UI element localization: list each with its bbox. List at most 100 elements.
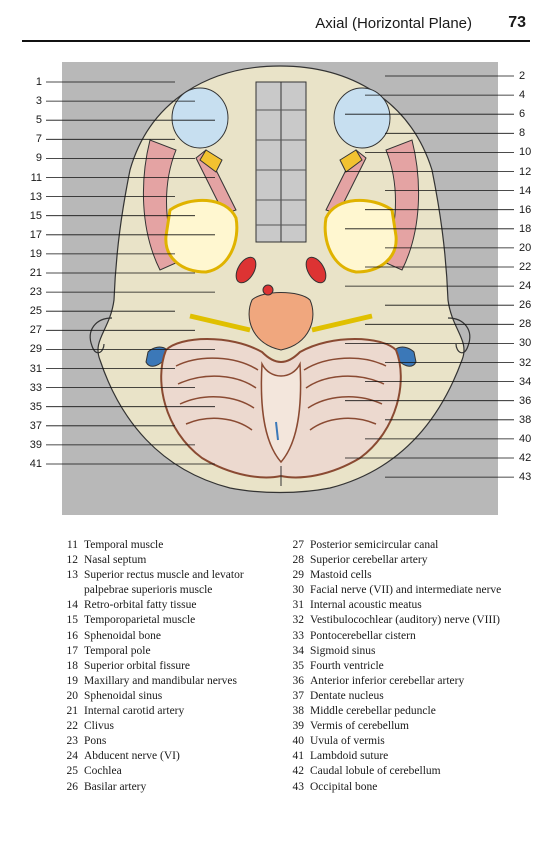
legend-text: Mastoid cells (310, 569, 372, 582)
legend-text: Temporoparietal muscle (84, 614, 196, 627)
figure-label-left: 1 (35, 76, 42, 88)
legend-text: Facial nerve (VII) and intermediate nerv… (310, 584, 502, 597)
legend-number: 21 (66, 705, 79, 718)
legend-number: 34 (292, 644, 305, 657)
legend-text: Retro-orbital fatty tissue (84, 599, 197, 612)
figure-label-left: 21 (29, 267, 42, 279)
cerebellar-folia (175, 357, 387, 431)
legend-number: 37 (292, 689, 305, 702)
legend-item: 41 Lambdoid suture (284, 749, 520, 764)
legend-number: 36 (292, 674, 305, 687)
figure-label-left: 5 (35, 114, 42, 127)
figure-label-left: 17 (29, 228, 42, 241)
right-optic-fat (339, 149, 363, 173)
legend-text: Anterior inferior cerebellar artery (310, 674, 465, 687)
legend-number: 14 (66, 599, 79, 612)
legend-number: 25 (66, 765, 79, 778)
legend-number: 17 (66, 644, 79, 657)
legend-text: Sphenoidal bone (84, 629, 161, 642)
left-optic-fat (199, 149, 223, 173)
figure-label-left: 3 (35, 95, 42, 108)
legend-text: Lambdoid suture (310, 750, 389, 763)
leader-lines (46, 75, 514, 478)
legend-item: 30 Facial nerve (VII) and intermediate ne… (284, 583, 520, 598)
legend-number: 40 (292, 735, 305, 748)
figure-label-left: 37 (29, 419, 42, 432)
figure-label-left: 31 (29, 362, 42, 375)
figure-label-left: 23 (29, 286, 42, 299)
legend-number: 23 (66, 735, 79, 748)
legend-number: 39 (292, 720, 305, 733)
figure-label-right: 36 (519, 394, 532, 407)
figure-label-left: 9 (35, 152, 42, 165)
figure-label-right: 10 (519, 146, 532, 159)
left-ear (89, 317, 113, 354)
figure-label-right: 43 (519, 471, 532, 484)
figure-label-right: 40 (519, 432, 532, 445)
legend-text: Posterior semicircular canal (310, 539, 439, 551)
figure-label-left: 33 (29, 381, 42, 394)
legend-number: 20 (66, 689, 79, 702)
legend-number: 18 (66, 659, 79, 672)
legend-text: Middle cerebellar peduncle (310, 705, 436, 718)
legend-number: 38 (292, 705, 305, 718)
figure-label-right: 28 (519, 318, 532, 331)
figure-label-left: 19 (29, 247, 42, 260)
figure-label-right: 2 (519, 70, 526, 82)
legend-text: Basilar artery (84, 780, 147, 793)
figure-label-right: 24 (519, 280, 532, 293)
legend-text: Superior rectus muscle and levator palpe… (84, 569, 244, 597)
figure-label-left: 13 (29, 190, 42, 203)
legend-item: 21 Internal carotid artery (58, 704, 278, 719)
figure-label-right: 6 (519, 108, 526, 121)
figure-label-left: 39 (29, 438, 42, 451)
legend-text: Internal carotid artery (84, 705, 185, 718)
legend-text: Temporal pole (84, 644, 151, 657)
legend-text: Pons (84, 735, 107, 748)
figure-label-left: 29 (29, 343, 42, 356)
left-facial-nerve (189, 313, 251, 333)
legend-number: 35 (292, 659, 305, 672)
legend-text: Superior cerebellar artery (310, 554, 428, 567)
figure-label-right: 32 (519, 356, 532, 369)
left-eyeball (171, 87, 229, 149)
legend-text: Cochlea (84, 765, 122, 778)
figure-label-right: 34 (519, 375, 532, 388)
legend-number: 41 (292, 750, 305, 763)
figure-label-left: 25 (29, 305, 42, 318)
legend-text: Occipital bone (310, 780, 378, 793)
legend-text: Pontocerebellar cistern (310, 629, 416, 642)
legend-number: 30 (292, 584, 305, 597)
legend-number: 32 (292, 614, 305, 627)
right-ear (447, 317, 471, 354)
legend-item: 15 Temporoparietal muscle (58, 613, 278, 628)
figure-label-right: 4 (519, 89, 526, 102)
legend-text: Internal acoustic meatus (310, 599, 422, 612)
figure-label-right: 30 (519, 337, 532, 350)
legend-text: Temporal muscle (84, 539, 164, 551)
legend-item: 17 Temporal pole (58, 644, 278, 659)
legend-text: Nasal septum (84, 554, 147, 567)
figure-label-right: 38 (519, 413, 532, 426)
ethmoid-cell-grid (256, 109, 306, 226)
legend-item: 25 Cochlea (58, 764, 278, 779)
legend-text: Clivus (84, 720, 115, 733)
figure-label-right: 18 (519, 222, 532, 235)
legend-number: 15 (66, 614, 79, 627)
legend-item: 14 Retro-orbital fatty tissue (58, 598, 278, 613)
figure-label-right: 22 (519, 261, 532, 273)
legend-text: Vestibulocochlear (auditory) nerve (VIII… (310, 614, 500, 627)
figure-label-right: 20 (519, 241, 532, 254)
legend-text: Fourth ventricle (310, 659, 384, 672)
figure-label-left: 35 (29, 400, 42, 413)
legend-text: Caudal lobule of cerebellum (310, 765, 441, 778)
